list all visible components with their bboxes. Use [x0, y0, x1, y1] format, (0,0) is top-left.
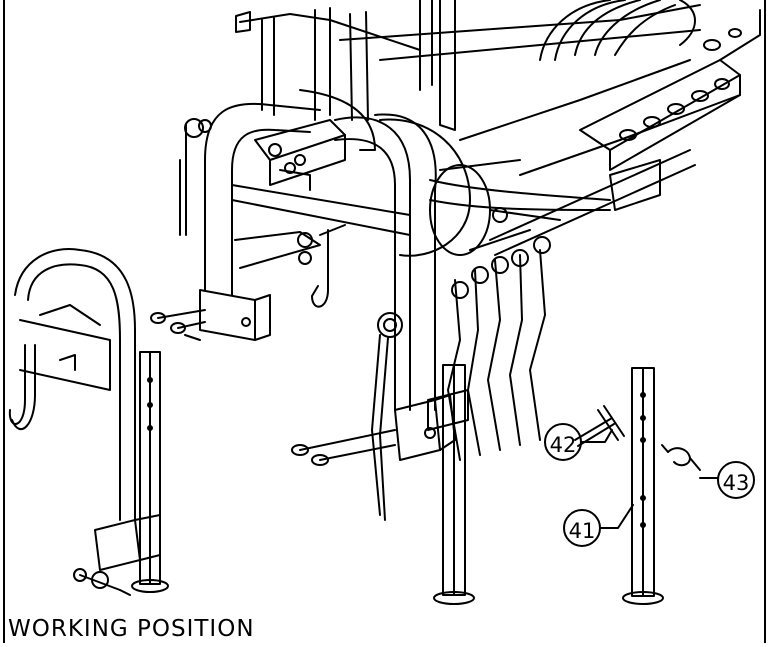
callout-leaders: [581, 429, 719, 529]
caption-working-position: WORKING POSITION: [8, 616, 255, 642]
left-arch-frame: [179, 89, 376, 341]
right-arch-frame: [334, 113, 456, 461]
callout-42: 42: [544, 423, 582, 461]
callout-43-label: 43: [723, 471, 750, 495]
diagonal-tubes: [429, 149, 696, 256]
central-drum: [379, 118, 561, 257]
support-leg-middle: [427, 364, 475, 605]
perforated-bracket: [579, 9, 761, 171]
drawing-frame: [3, 0, 766, 644]
top-frame: [235, 0, 456, 131]
main-beam: [339, 4, 741, 176]
hook: [311, 229, 329, 308]
pin-part-42: [574, 405, 625, 447]
callout-43: 43: [717, 461, 755, 499]
support-leg-left: [131, 351, 169, 593]
cross-member: [231, 184, 411, 269]
callout-42-label: 42: [550, 433, 577, 457]
support-leg-41: [622, 367, 664, 605]
clamp-plates: [254, 119, 346, 191]
mounting-pins: [150, 309, 396, 466]
spring-tines: [371, 236, 551, 521]
callout-41: 41: [563, 509, 601, 547]
clip-part-43: [661, 444, 701, 471]
left-frame-partial: [8, 248, 161, 596]
callout-41-label: 41: [569, 519, 596, 543]
wheel-outline: [539, 0, 696, 61]
